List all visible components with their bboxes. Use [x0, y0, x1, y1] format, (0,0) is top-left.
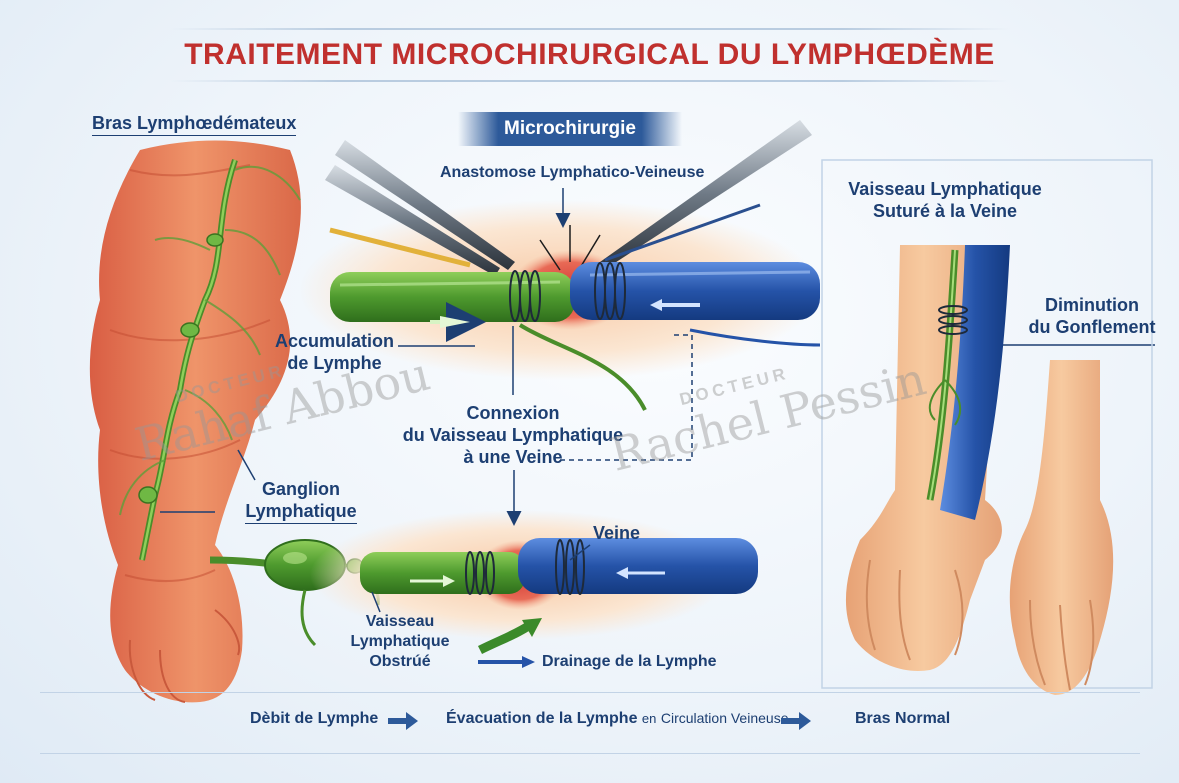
anastomosis-result-illustration: [310, 510, 758, 668]
treated-arm-illustration: [845, 245, 1010, 671]
label-obstructed-line2: Lymphatique: [350, 633, 450, 650]
flow-arrow-icon: [388, 712, 418, 730]
label-connection-line3: à une Veine: [463, 447, 563, 467]
page-title: TRAITEMENT MICROCHIRURGICAL DU LYMPHŒDÈM…: [184, 38, 995, 71]
flow-step-evacuation: Évacuation de la Lymphe en Circulation V…: [446, 710, 788, 728]
label-obstructed-line3: Obstrúé: [369, 653, 431, 670]
label-swollen-arm-text: Bras Lymphœdémateux: [92, 113, 297, 136]
title-underline: [170, 80, 1010, 82]
label-accumulation: Accumulation de Lymphe: [275, 330, 394, 374]
label-sutured-vessel: Vaisseau Lymphatique Suturé à la Veine: [840, 178, 1050, 222]
label-lymph-node: Ganglion Lymphatique: [236, 478, 366, 524]
microsurgery-illustration: [300, 120, 821, 411]
label-swelling-reduction: Diminution du Gonflement: [1022, 294, 1162, 338]
bottom-flow-bar: [40, 692, 1140, 754]
label-obstructed-vessel: Vaisseau Lymphatique Obstrúé: [345, 612, 455, 672]
label-sutured-line2: Suturé à la Veine: [872, 201, 1018, 221]
normal-arm-illustration: [1009, 360, 1114, 695]
label-anastomosis: Anastomose Lymphatico-Veineuse: [440, 164, 705, 181]
flow-step-normal-arm: Bras Normal: [855, 710, 951, 727]
label-obstructed-line1: Vaisseau: [365, 613, 435, 630]
flow-step-evacuation-b: en: [641, 711, 657, 726]
label-accumulation-line1: Accumulation: [275, 331, 395, 351]
flow-step-evacuation-a: Évacuation de la Lymphe: [446, 710, 638, 727]
label-sutured-line1: Vaisseau Lymphatique: [848, 179, 1042, 199]
label-connection-line1: Connexion: [466, 403, 560, 423]
label-connection-line2: du Vaisseau Lymphatique: [402, 425, 624, 445]
label-swelling-line1: Diminution: [1045, 295, 1139, 315]
swollen-arm-illustration: [89, 140, 301, 703]
label-drainage: Drainage de la Lymphe: [542, 653, 717, 670]
flow-step-lymph-flow: Dèbit de Lymphe: [250, 710, 379, 727]
microsurgery-banner: Microchirurgie: [458, 112, 682, 146]
label-swelling-line2: du Gonflement: [1028, 317, 1156, 337]
label-lymph-node-line2: Lymphatique: [236, 500, 366, 524]
title-overline: [170, 28, 1010, 30]
flow-step-evacuation-c: Circulation Veineuse: [660, 710, 789, 726]
label-connection: Connexion du Vaisseau Lymphatique à une …: [398, 402, 628, 468]
label-accumulation-line2: de Lymphe: [287, 353, 382, 373]
right-panel-frame: [821, 159, 1153, 689]
label-swollen-arm: Bras Lymphœdémateux: [92, 112, 297, 136]
label-lymph-node-line1: Ganglion: [262, 479, 340, 499]
label-vein: Veine: [593, 523, 641, 543]
flow-arrow-icon: [781, 712, 811, 730]
